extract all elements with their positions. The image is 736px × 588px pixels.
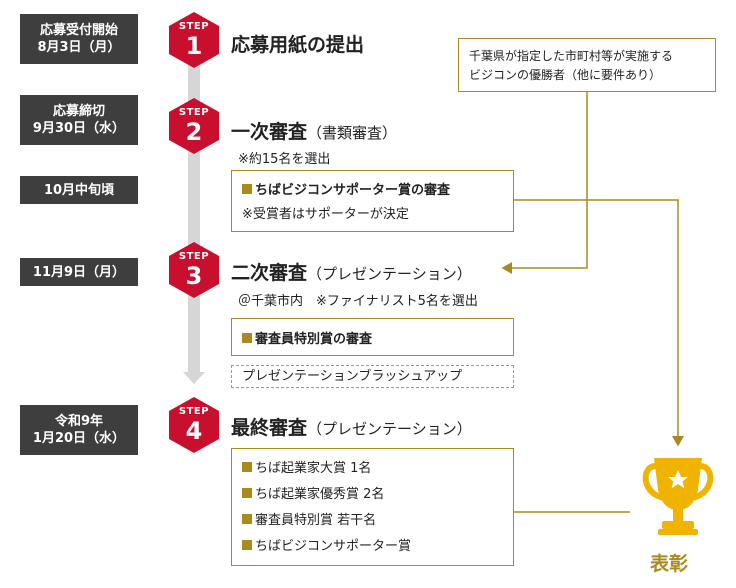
step-label: STEP (178, 21, 210, 32)
winner-item-text: ちばビジコンサポーター賞 (255, 539, 412, 554)
step-4-title: 最終審査（プレゼンテーション） (231, 413, 472, 440)
date-box-application-deadline: 応募締切 9月30日（水） (20, 95, 138, 145)
bullet-square-icon (242, 462, 252, 472)
date-line: 10月中旬頃 (43, 182, 115, 198)
winner-item-text: ちば起業家大賞 1名 (255, 461, 372, 476)
municipal-line: 千葉県が指定した市町村等が実施する (469, 49, 674, 63)
step-title-text: 二次審査 (231, 262, 308, 284)
winner-item-text: 審査員特別賞 若干名 (255, 513, 377, 528)
step-title-text: 最終審査 (231, 417, 308, 439)
judge-review-title-text: 審査員特別賞の審査 (255, 332, 373, 347)
municipal-to-step3-line (501, 92, 588, 274)
step-label: STEP (178, 107, 210, 118)
step-1-title: 応募用紙の提出 (231, 30, 364, 57)
step-number: 2 (185, 118, 203, 146)
step-4-badge: STEP 4 (169, 397, 219, 453)
step-2-note: ※約15名を選出 (238, 152, 331, 167)
judge-review-title: 審査員特別賞の審査 (242, 328, 513, 347)
step-label: STEP (178, 406, 210, 417)
award-label: 表彰 (650, 553, 689, 575)
winner-item: ちば起業家大賞 1名 (242, 457, 513, 483)
bullet-square-icon (242, 184, 252, 194)
date-box-final: 令和9年 1月20日（水） (20, 405, 138, 455)
date-line: 8月3日（月） (37, 40, 121, 55)
date-box-nov9: 11月9日（月） (20, 258, 138, 286)
date-line: 応募受付開始 (39, 23, 118, 38)
winner-item-text: ちば起業家優秀賞 2名 (255, 487, 385, 502)
step-number: 4 (185, 417, 203, 445)
brushup-box: プレゼンテーションブラッシュアップ (231, 365, 514, 388)
step-subtitle: （プレゼンテーション） (307, 420, 472, 438)
winner-item: ちばビジコンサポーター賞 (242, 535, 513, 561)
step-3-note: ＠千葉市内 ※ファイナリスト5名を選出 (238, 294, 478, 309)
step-title-text: 応募用紙の提出 (231, 34, 365, 56)
step-subtitle: （プレゼンテーション） (307, 265, 472, 283)
step-title-text: 一次審査 (231, 121, 308, 143)
supporter-to-award-line (514, 199, 684, 447)
step-label: STEP (178, 251, 210, 262)
step-number: 1 (185, 32, 203, 60)
bullet-square-icon (242, 540, 252, 550)
step-2-title: 一次審査（書類審査） (231, 117, 397, 144)
bullet-square-icon (242, 514, 252, 524)
trophy-icon (642, 458, 714, 535)
step-subtitle: （書類審査） (307, 124, 398, 142)
winners-box: ちば起業家大賞 1名 ちば起業家優秀賞 2名 審査員特別賞 若干名 ちばビジコン… (231, 448, 514, 566)
step-number: 3 (185, 262, 203, 290)
supporter-review-note: ※受賞者はサポーターが決定 (242, 207, 409, 222)
timeline-arrow-head (183, 372, 205, 384)
winner-item: 審査員特別賞 若干名 (242, 509, 513, 535)
supporter-review-title-text: ちばビジコンサポーター賞の審査 (255, 183, 451, 198)
municipal-winner-box: 千葉県が指定した市町村等が実施する ビジコンの優勝者（他に要件あり） (458, 38, 716, 92)
date-box-application-start: 応募受付開始 8月3日（月） (20, 14, 138, 64)
date-box-mid-october: 10月中旬頃 (20, 176, 138, 204)
winner-item: ちば起業家優秀賞 2名 (242, 483, 513, 509)
date-line: 1月20日（水） (32, 431, 126, 446)
bullet-square-icon (242, 488, 252, 498)
judge-review-box: 審査員特別賞の審査 (231, 318, 514, 356)
date-line: 応募締切 (52, 104, 105, 119)
date-line: 令和9年 (54, 414, 104, 429)
supporter-review-title: ちばビジコンサポーター賞の審査 (242, 179, 513, 198)
supporter-review-box: ちばビジコンサポーター賞の審査 ※受賞者はサポーターが決定 (231, 170, 514, 232)
date-line: 11月9日（月） (32, 264, 126, 280)
step-3-title: 二次審査（プレゼンテーション） (231, 258, 472, 285)
municipal-line: ビジコンの優勝者（他に要件あり） (469, 68, 662, 82)
bullet-square-icon (242, 333, 252, 343)
date-line: 9月30日（水） (32, 121, 126, 136)
